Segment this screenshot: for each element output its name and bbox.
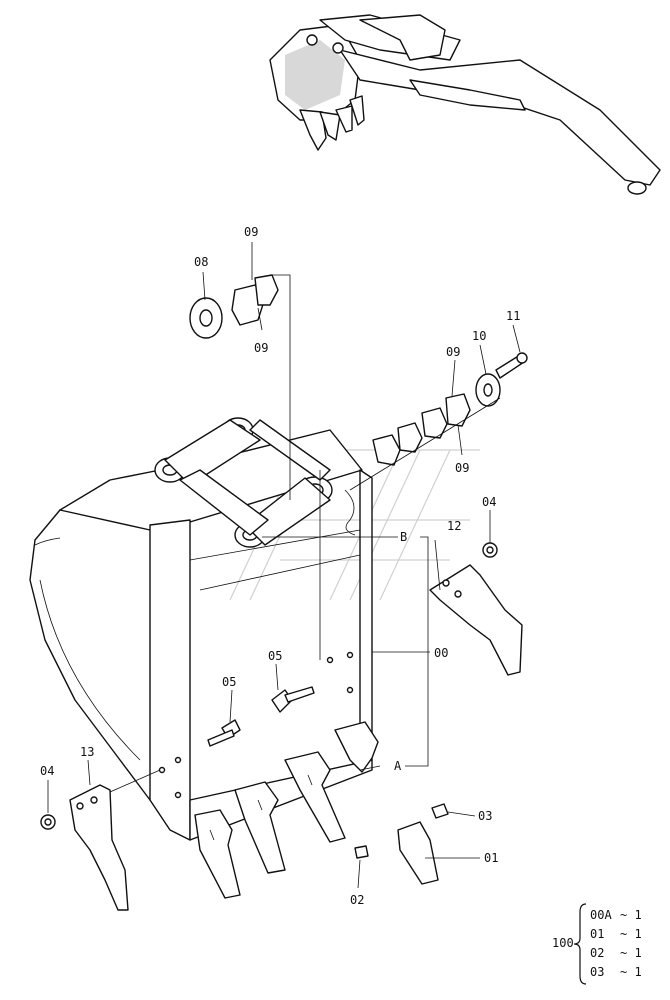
callout-01: 01 bbox=[484, 851, 498, 865]
callout-09-mid: 09 bbox=[254, 341, 268, 355]
callout-11: 11 bbox=[506, 309, 520, 323]
callout-labels: 08 09 09 09 09 10 11 12 B 04 00 05 05 A … bbox=[40, 225, 520, 907]
callout-13: 13 bbox=[80, 745, 94, 759]
callout-02: 02 bbox=[350, 893, 364, 907]
callout-10: 10 bbox=[472, 329, 486, 343]
shims-washers bbox=[189, 274, 528, 466]
callout-00: 00 bbox=[434, 646, 448, 660]
callout-03: 03 bbox=[478, 809, 492, 823]
callout-05-b: 05 bbox=[222, 675, 236, 689]
kit-item-code: 01 bbox=[590, 927, 604, 941]
callout-04-left: 04 bbox=[40, 764, 54, 778]
kit-item-code: 02 bbox=[590, 946, 604, 960]
callout-12: 12 bbox=[447, 519, 461, 533]
excavator-arm-inset bbox=[269, 14, 661, 195]
leader-lines bbox=[47, 242, 521, 889]
callout-04-right: 04 bbox=[482, 495, 496, 509]
kit-composition: 100 00A ~ 1 01 ~ 1 02 ~ 1 03 ~ 1 bbox=[552, 903, 642, 985]
callout-09-right-bottom: 09 bbox=[455, 461, 469, 475]
kit-item-qty: ~ 1 bbox=[620, 946, 642, 960]
teeth-row bbox=[194, 721, 449, 899]
callout-a: A bbox=[394, 759, 402, 773]
kit-item-code: 00A bbox=[590, 908, 612, 922]
kit-item-qty: ~ 1 bbox=[620, 965, 642, 979]
bucket-assembly bbox=[29, 417, 373, 841]
kit-item-qty: ~ 1 bbox=[620, 927, 642, 941]
side-cutters bbox=[69, 564, 523, 911]
kit-item-qty: ~ 1 bbox=[620, 908, 642, 922]
callout-08: 08 bbox=[194, 255, 208, 269]
callout-09-right-top: 09 bbox=[446, 345, 460, 359]
callout-09-top: 09 bbox=[244, 225, 258, 239]
callout-05-a: 05 bbox=[268, 649, 282, 663]
kit-main-code: 100 bbox=[552, 936, 574, 950]
callout-b: B bbox=[400, 530, 407, 544]
kit-item-code: 03 bbox=[590, 965, 604, 979]
fasteners bbox=[40, 542, 498, 830]
